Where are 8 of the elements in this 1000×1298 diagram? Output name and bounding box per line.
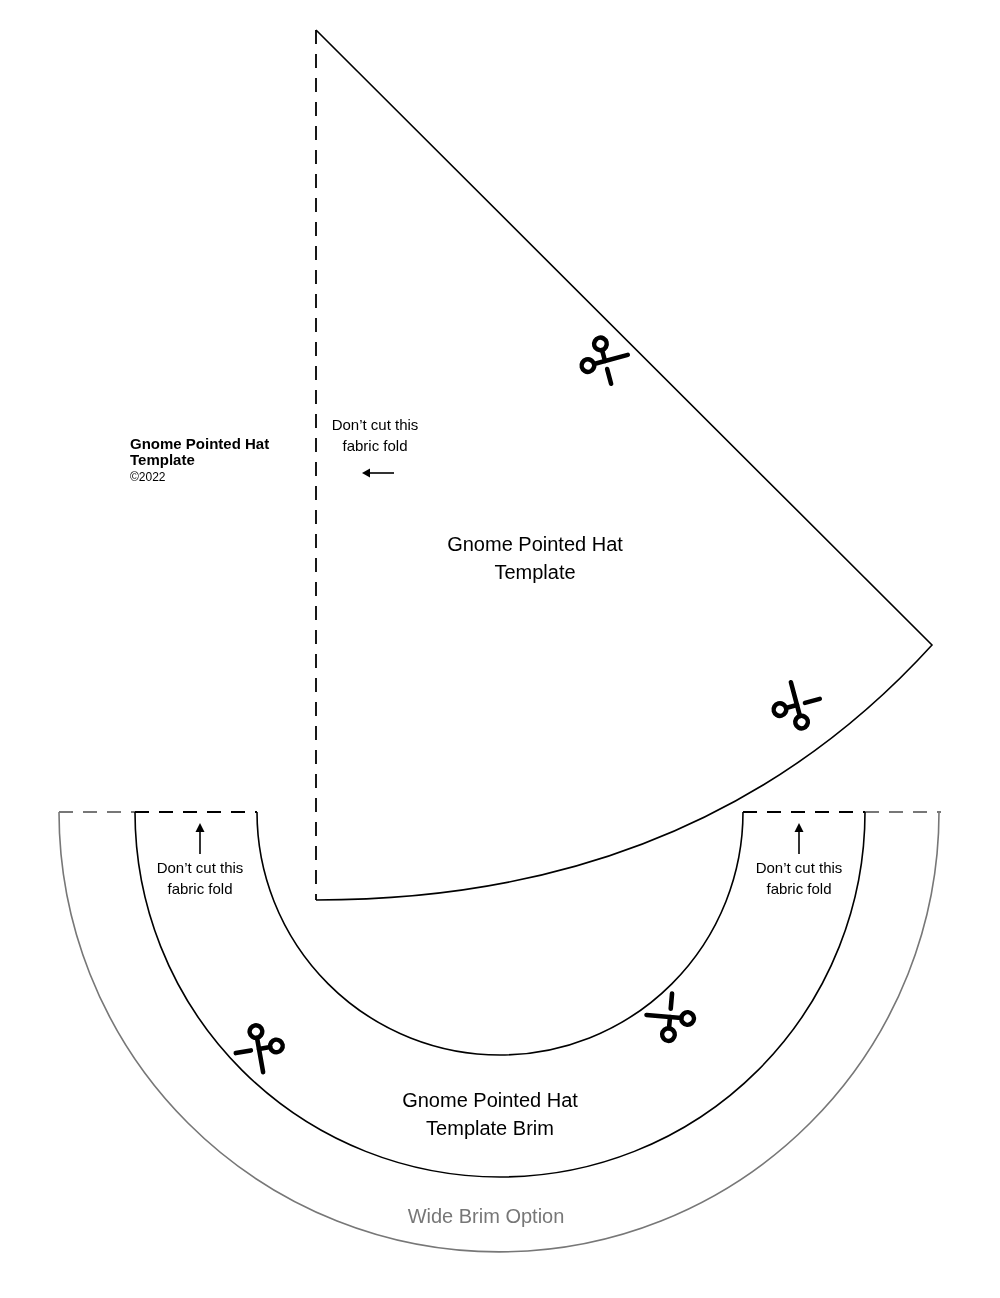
template-title: Gnome Pointed Hat Template [130, 436, 270, 468]
piece-label: Gnome Pointed Hat Template Brim [401, 1088, 579, 1141]
fold-note: Don’t cut this fabric fold [155, 858, 245, 899]
piece-label: Wide Brim Option [406, 1204, 566, 1229]
fold-note: Don’t cut this fabric fold [754, 858, 844, 899]
copyright-note: ©2022 [130, 469, 167, 486]
fold-note: Don’t cut this fabric fold [330, 415, 420, 456]
piece-label: Gnome Pointed Hat Template [446, 532, 624, 585]
